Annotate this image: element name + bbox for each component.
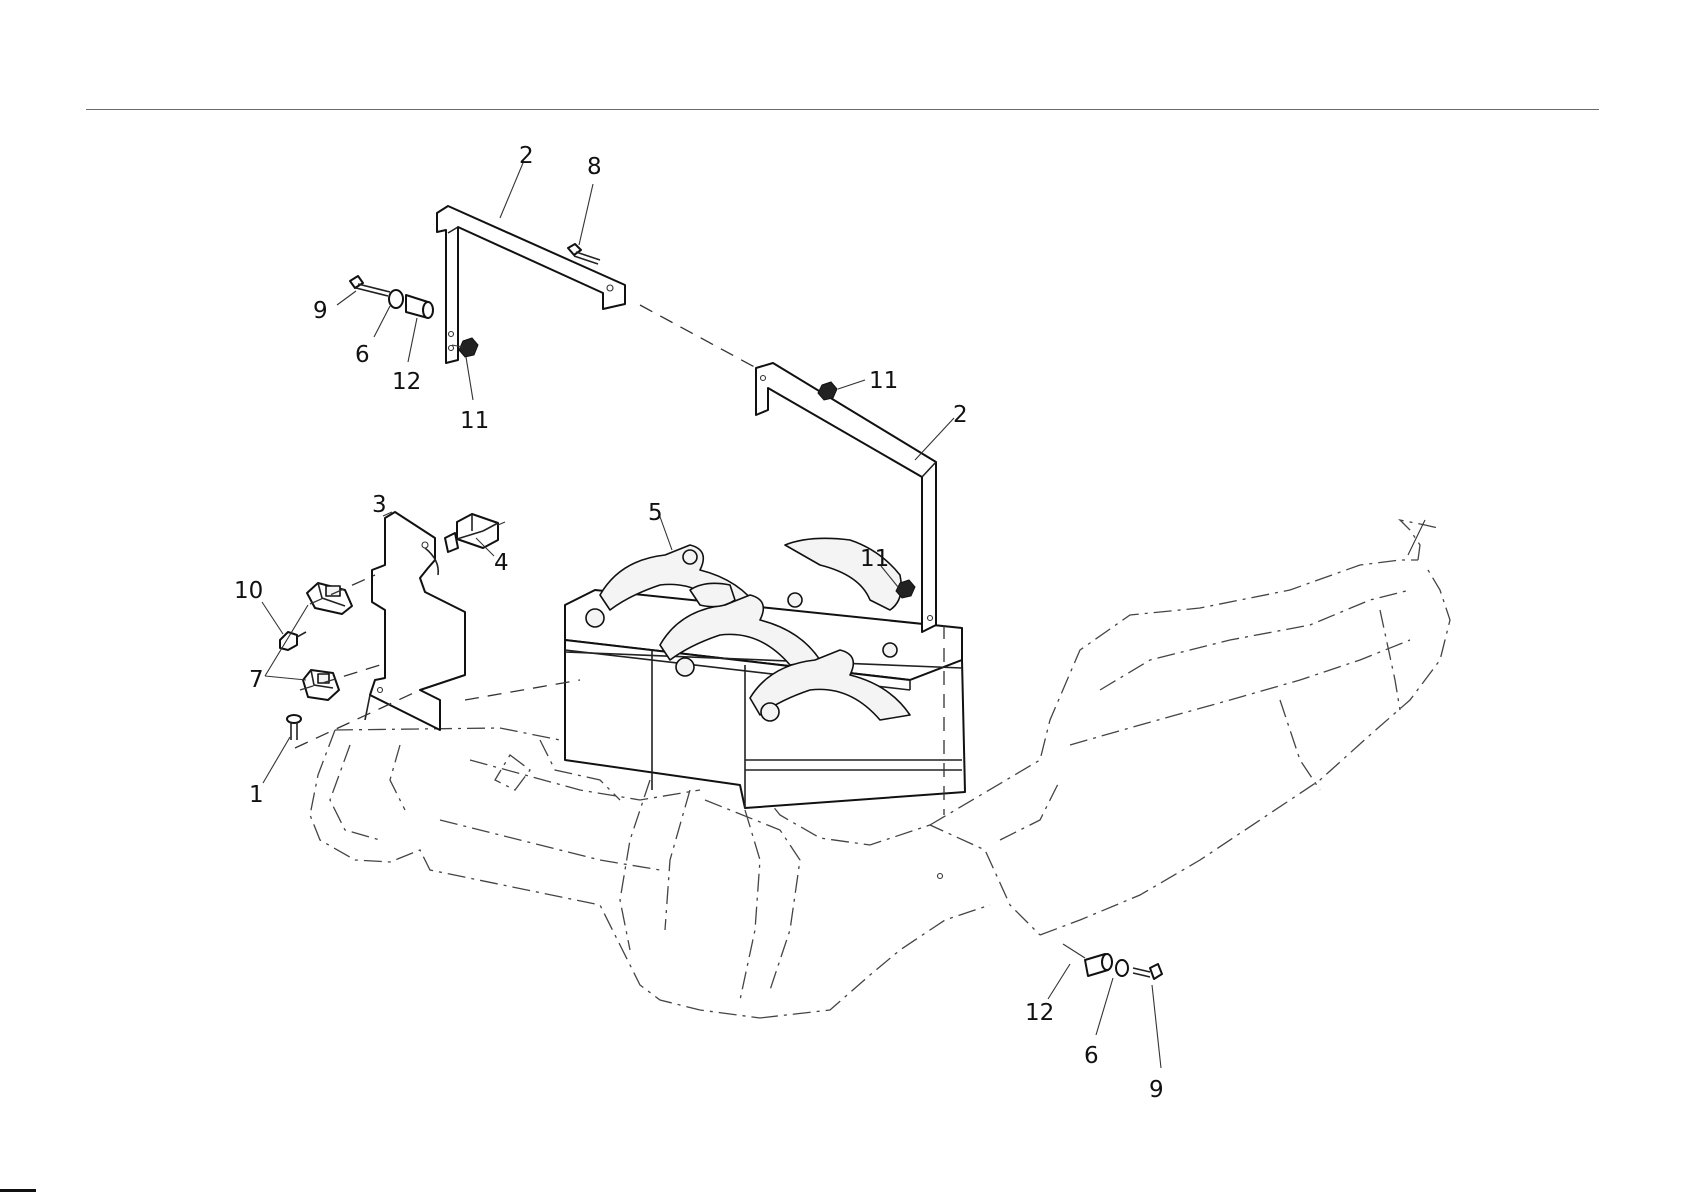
- callout-10: 10: [234, 578, 263, 604]
- callout-4: 4: [494, 550, 509, 576]
- callout-1: 1: [249, 782, 264, 808]
- callout-8: 8: [587, 154, 602, 180]
- battery-strap-bracket-top: [437, 206, 625, 363]
- fuse-holder-7-upper: [307, 583, 352, 614]
- plug-10: [280, 632, 306, 650]
- callout-6-top: 6: [355, 342, 370, 368]
- callout-2-right: 2: [953, 402, 968, 428]
- callout-12-top: 12: [392, 369, 421, 395]
- callout-3: 3: [372, 492, 387, 518]
- fasteners-bottom-right: [1063, 944, 1162, 979]
- callout-7: 7: [249, 667, 264, 693]
- callout-11-right: 11: [860, 546, 889, 572]
- callout-5: 5: [648, 500, 663, 526]
- screw-1: [287, 715, 301, 740]
- battery: [565, 538, 965, 808]
- callout-11-left: 11: [460, 408, 489, 434]
- relay-4: [445, 514, 505, 552]
- callout-9-top: 9: [313, 298, 328, 324]
- callout-2-top: 2: [519, 143, 534, 169]
- fuse-holder-7-lower: [303, 670, 339, 700]
- callout-6-bottom: 6: [1084, 1043, 1099, 1069]
- callout-11-mid: 11: [869, 368, 898, 394]
- callout-12-bottom: 12: [1025, 1000, 1054, 1026]
- callout-9-bottom: 9: [1149, 1077, 1164, 1103]
